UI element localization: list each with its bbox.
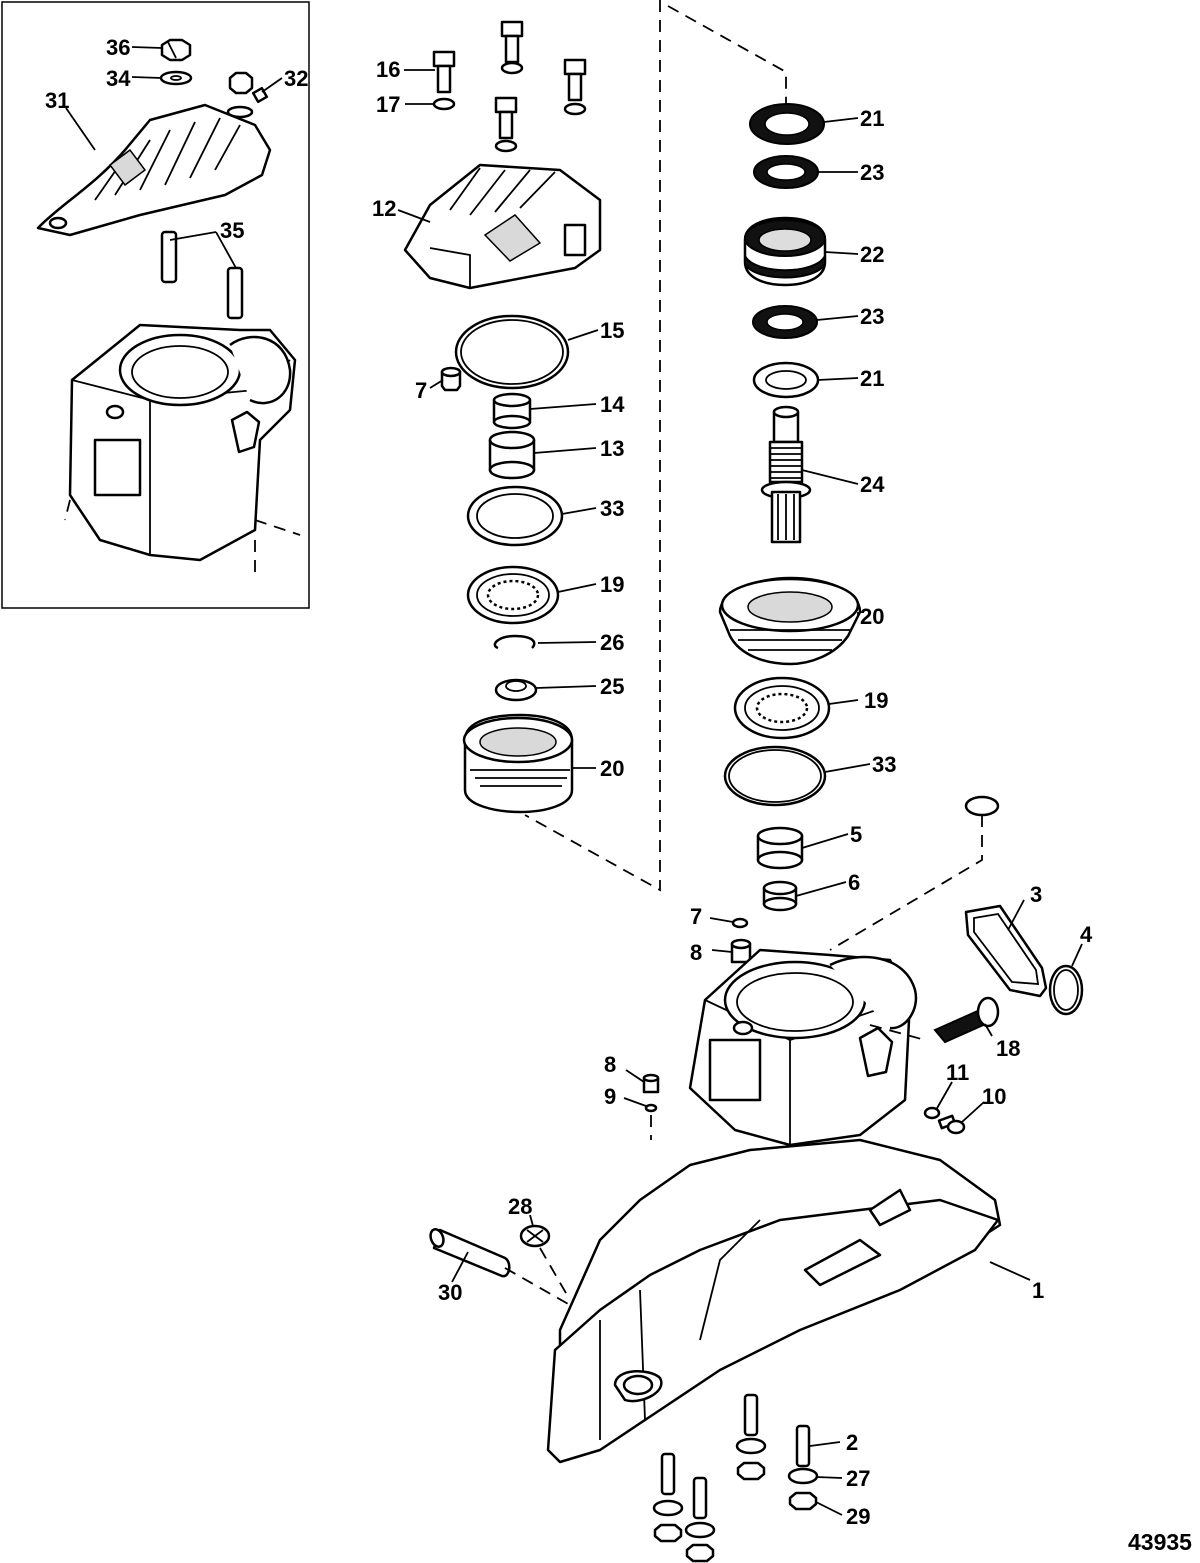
callout-33-right: 33: [872, 752, 896, 777]
callout-25: 25: [600, 674, 624, 699]
callout-35: 35: [220, 218, 244, 243]
callout-30: 30: [438, 1280, 462, 1305]
screw-10: [937, 1114, 966, 1135]
callout-19-right: 19: [864, 688, 888, 713]
gasket: [964, 904, 1048, 998]
bushing-6: [762, 880, 798, 912]
gear-left: [462, 713, 574, 814]
inset-housing: [64, 323, 301, 580]
callout-8-upper: 8: [690, 940, 702, 965]
center-parts-stack: 16 17 12 15 7 14 13 33 19 26 25 20: [372, 0, 787, 892]
centerline-cap: [829, 815, 983, 951]
centerline-anode: [504, 1247, 571, 1306]
bearing-race-5: [756, 826, 804, 870]
centerline-left: [524, 0, 661, 892]
shim-ring-left: [466, 485, 564, 547]
shim-ring-right: [723, 745, 827, 807]
callout-6: 6: [848, 870, 860, 895]
pin-9: [644, 1103, 658, 1113]
thrust-bearing-left: [466, 565, 560, 625]
callout-1: 1: [1032, 1278, 1044, 1303]
callout-15: 15: [600, 318, 624, 343]
callout-27: 27: [846, 1466, 870, 1491]
callout-4: 4: [1080, 922, 1093, 947]
inset-stud-nut: [226, 71, 269, 119]
callout-23-bottom: 23: [860, 304, 884, 329]
studs-and-nuts: [652, 1393, 819, 1563]
callout-34: 34: [106, 66, 131, 91]
callout-13: 13: [600, 436, 624, 461]
callout-24: 24: [860, 472, 885, 497]
o-ring-small: [731, 917, 749, 929]
callout-16: 16: [376, 57, 400, 82]
callout-7-lower: 7: [690, 904, 702, 929]
centerline-top: [667, 5, 787, 108]
bearing-cup-13: [488, 430, 536, 480]
callout-21-bottom: 21: [860, 366, 884, 391]
callout-7-upper: 7: [415, 378, 427, 403]
anode-28: [519, 1224, 551, 1248]
callout-28: 28: [508, 1194, 532, 1219]
callout-36: 36: [106, 35, 130, 60]
document-number: 43935: [1128, 1529, 1192, 1555]
bearing-22: [743, 216, 827, 287]
gear-right: [718, 576, 862, 666]
gear-housing-assembly: 7 8 3 4 18 8 9 11 10 28 30 1 2 27 29: [429, 882, 1093, 1563]
callout-20-left: 20: [600, 756, 624, 781]
callout-23-top: 23: [860, 160, 884, 185]
callout-10: 10: [982, 1084, 1006, 1109]
o-ring-4: [1048, 964, 1084, 1016]
inset-cover: [36, 103, 272, 237]
washer-21-bottom: [752, 361, 820, 399]
callout-33-left: 33: [600, 496, 624, 521]
inset-pins: [160, 230, 244, 320]
callout-2: 2: [846, 1430, 858, 1455]
callout-26: 26: [600, 630, 624, 655]
callout-14: 14: [600, 392, 625, 417]
top-cover: [403, 163, 602, 290]
dowel-lower: [642, 1073, 660, 1094]
spacer-25: [494, 678, 538, 702]
callout-12: 12: [372, 196, 396, 221]
bushing-14: [492, 392, 532, 430]
callout-3: 3: [1030, 882, 1042, 907]
inset-washer: [159, 70, 193, 86]
callout-17: 17: [376, 92, 400, 117]
washer-11: [923, 1106, 941, 1120]
callout-21-top: 21: [860, 106, 884, 131]
inset-view: 36 34 32 31 35: [1, 1, 310, 609]
callout-20-right: 20: [860, 604, 884, 629]
dowel-upper: [730, 938, 752, 964]
inset-frame: [1, 1, 310, 609]
callout-29: 29: [846, 1504, 870, 1529]
right-parts-stack: 21 23 22 23 21 24 20 19 33 5 6: [718, 103, 1000, 951]
spring-assembly: [933, 996, 1000, 1044]
callout-19-left: 19: [600, 572, 624, 597]
pinion-shaft: [760, 405, 812, 544]
cover-bolts: [432, 20, 587, 153]
cap-disk: [964, 795, 1000, 817]
callout-8-lower: 8: [604, 1052, 616, 1077]
inset-cap-nut: [160, 38, 192, 62]
plug-small-left: [440, 366, 462, 392]
callout-32: 32: [284, 66, 308, 91]
o-ring-large: [454, 314, 570, 390]
tube-30: [429, 1228, 511, 1278]
callout-18: 18: [996, 1036, 1020, 1061]
callout-22: 22: [860, 242, 884, 267]
callout-11: 11: [946, 1060, 969, 1085]
centerline-spring: [869, 1024, 926, 1041]
callout-31: 31: [45, 88, 69, 113]
retaining-ring: [493, 634, 536, 650]
callout-5: 5: [850, 822, 862, 847]
callout-9: 9: [604, 1084, 616, 1109]
thrust-bearing-right: [733, 676, 831, 740]
